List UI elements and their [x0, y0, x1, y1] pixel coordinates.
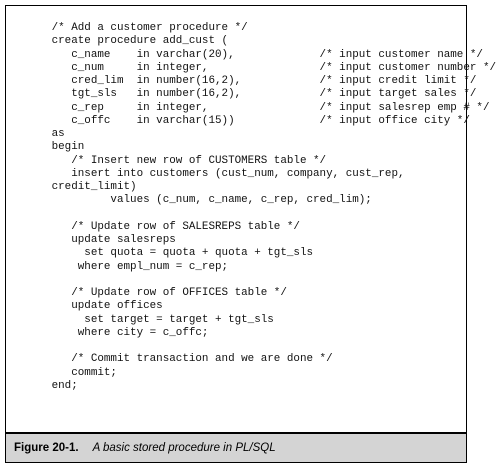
code-line-24: where city = c_offc;: [32, 326, 209, 339]
code-listing: /* Add a customer procedure */ create pr…: [32, 22, 496, 393]
code-line-7: c_rep in integer, /* input salesrep emp …: [32, 101, 490, 114]
code-line-22: update offices: [32, 300, 163, 313]
code-line-19: where empl_num = c_rep;: [32, 260, 229, 273]
code-line-15: [32, 208, 496, 221]
figure-number: Figure 20-1.: [14, 442, 79, 454]
code-line-27: commit;: [32, 366, 117, 379]
code-line-4: c_num in integer, /* input customer numb…: [32, 61, 496, 74]
code-line-8: c_offc in varchar(15)) /* input office c…: [32, 114, 470, 127]
code-line-10: begin: [32, 141, 85, 154]
code-line-20: [32, 274, 496, 287]
figure-frame: /* Add a customer procedure */ create pr…: [5, 5, 496, 463]
code-line-1: /* Add a customer procedure */: [32, 22, 248, 34]
code-line-23: set target = target + tgt_sls: [32, 313, 274, 326]
figure-caption-text: A basic stored procedure in PL/SQL: [92, 442, 276, 454]
code-line-11: /* Insert new row of CUSTOMERS table */: [32, 154, 327, 167]
code-line-13: credit_limit): [32, 181, 137, 193]
code-line-25: [32, 340, 496, 353]
code-line-18: set quota = quota + quota + tgt_sls: [32, 247, 314, 260]
code-line-9: as: [32, 128, 65, 140]
code-line-3: c_name in varchar(20), /* input customer…: [32, 48, 483, 61]
code-line-12: insert into customers (cust_num, company…: [32, 167, 405, 180]
figure-caption: Figure 20-1. A basic stored procedure in…: [6, 432, 466, 462]
code-line-16: /* Update row of SALESREPS table */: [32, 220, 300, 233]
code-line-6: tgt_sls in number(16,2), /* input target…: [32, 88, 477, 101]
code-line-2: create procedure add_cust (: [32, 35, 229, 48]
code-line-28: end;: [32, 379, 78, 392]
code-line-21: /* Update row of OFFICES table */: [32, 287, 287, 299]
code-line-5: cred_lim in number(16,2), /* input credi…: [32, 75, 477, 87]
code-line-26: /* Commit transaction and we are done */: [32, 353, 333, 366]
code-line-17: update salesreps: [32, 234, 176, 246]
code-line-14: values (c_num, c_name, c_rep, cred_lim);: [32, 194, 372, 207]
